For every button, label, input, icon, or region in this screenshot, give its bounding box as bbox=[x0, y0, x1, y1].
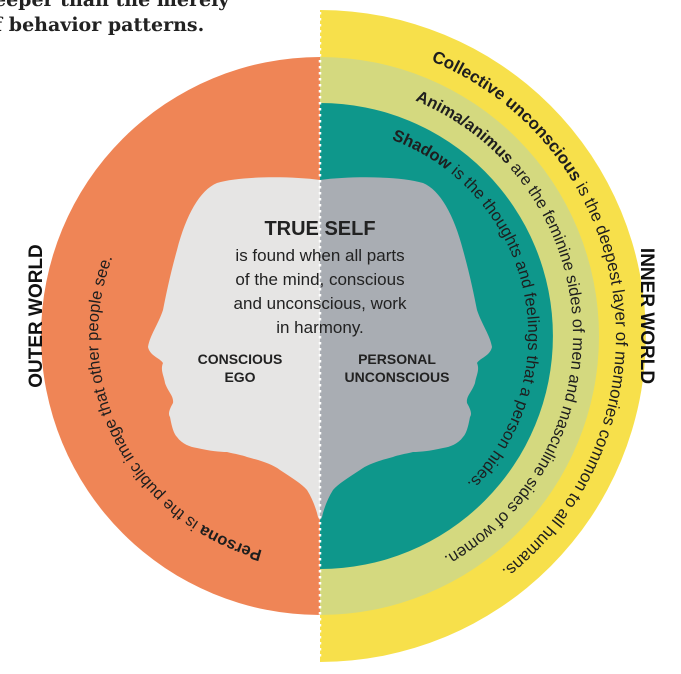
true-self-line-2: of the mind, conscious bbox=[235, 270, 404, 289]
intro-line-2: f behavior patterns. bbox=[0, 14, 205, 36]
intro-line-1: eeper than the merely bbox=[0, 0, 230, 11]
personal-unconscious-label-1: PERSONAL bbox=[358, 351, 436, 367]
personal-unconscious-label-2: UNCONSCIOUS bbox=[344, 369, 449, 385]
conscious-ego-label-1: CONSCIOUS bbox=[198, 351, 283, 367]
personal-unconscious-head bbox=[320, 177, 492, 521]
inner-world-label: INNER WORLD bbox=[636, 248, 657, 384]
intro-text: eeper than the merely f behavior pattern… bbox=[0, 0, 229, 38]
outer-world-label: OUTER WORLD bbox=[26, 244, 47, 388]
true-self-title: TRUE SELF bbox=[264, 218, 375, 240]
conscious-ego-head bbox=[148, 177, 320, 521]
true-self-line-3: and unconscious, work bbox=[234, 294, 407, 313]
true-self-line-4: in harmony. bbox=[276, 318, 364, 337]
true-self-line-1: is found when all parts bbox=[235, 246, 404, 265]
conscious-ego-label-2: EGO bbox=[224, 369, 255, 385]
